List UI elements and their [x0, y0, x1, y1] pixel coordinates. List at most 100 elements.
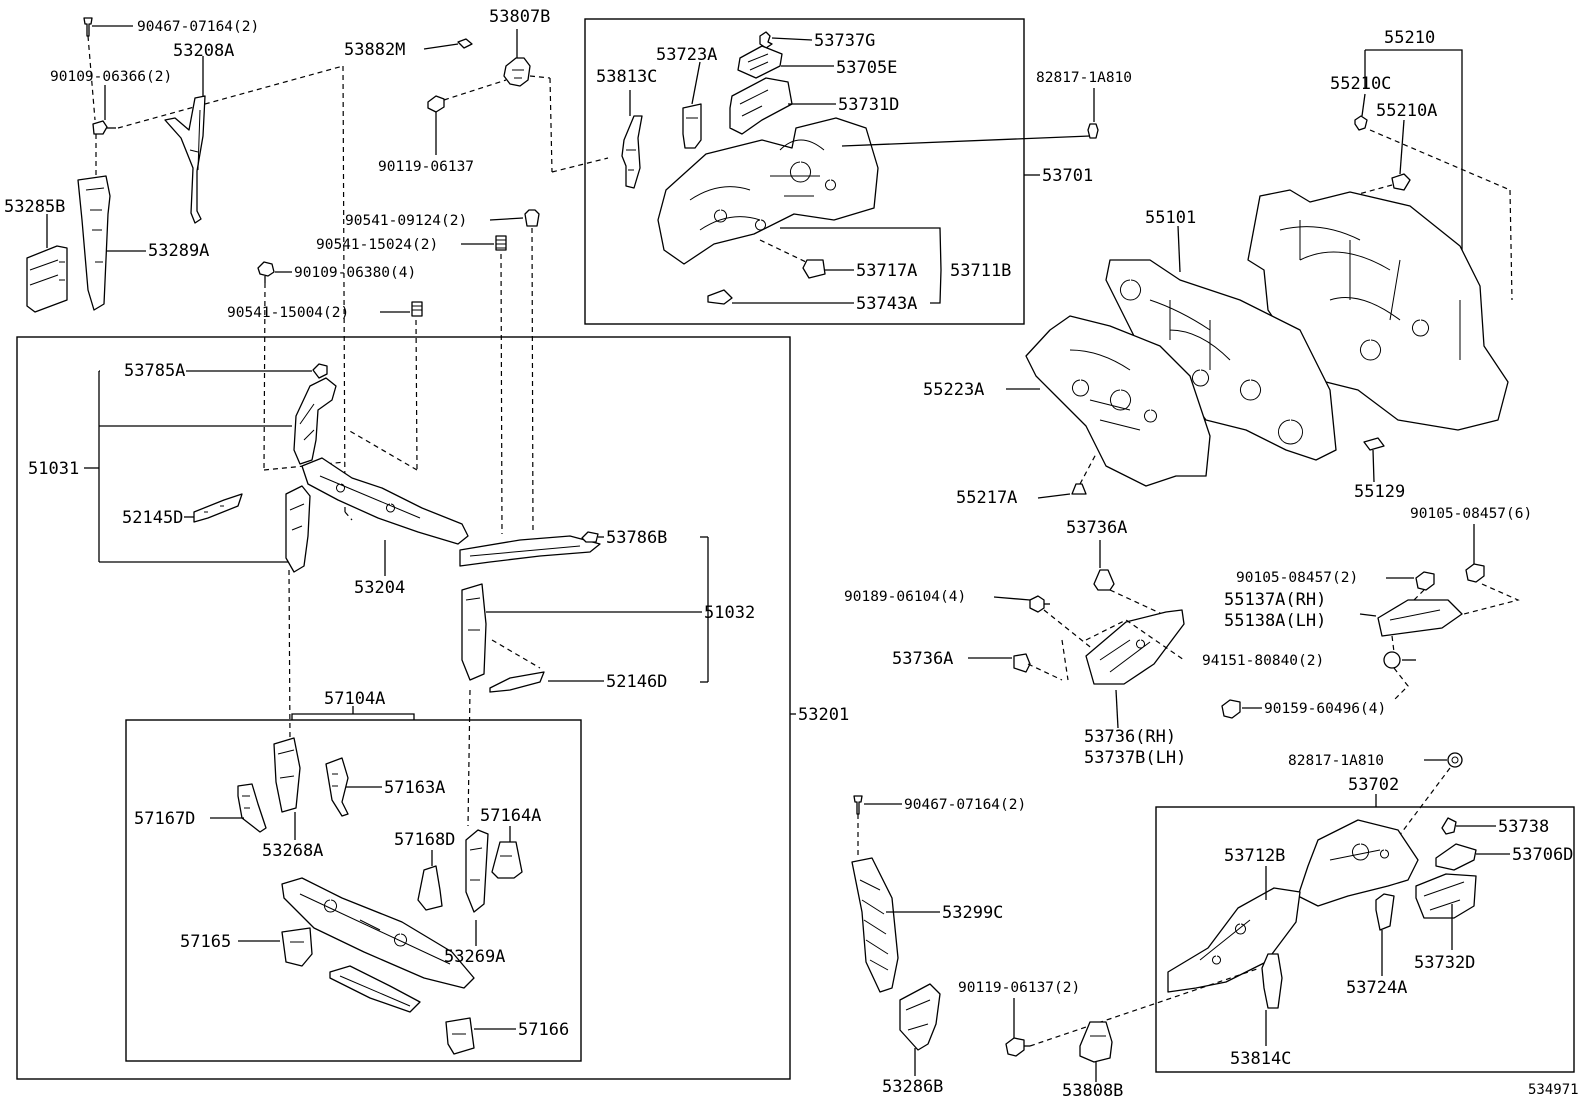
label-53208A: 53208A	[173, 41, 234, 61]
label-53712B: 53712B	[1224, 846, 1285, 866]
diagram-reference-number: 534971	[1528, 1082, 1579, 1098]
label-94151-80840: 94151-80840(2)	[1202, 653, 1324, 669]
label-55210: 55210	[1384, 28, 1435, 48]
label-53736-rh: 53736(RH)	[1084, 727, 1176, 747]
clip-53737G	[759, 31, 773, 49]
label-90467-07164-top: 90467-07164(2)	[137, 19, 259, 35]
label-55210A: 55210A	[1376, 101, 1437, 121]
bracket-52146D	[489, 671, 545, 693]
bracket-53743A	[707, 289, 733, 305]
clip-53736A-top	[1093, 569, 1115, 591]
support-upper-51031	[293, 377, 337, 465]
label-53724A: 53724A	[1346, 978, 1407, 998]
clip-82817-bottom	[1447, 752, 1463, 768]
bracket-52145D	[193, 493, 243, 523]
clip-90467-07164-top	[83, 17, 93, 37]
clip-53736A-left	[1013, 653, 1031, 673]
label-51032: 51032	[704, 603, 755, 623]
bolt-90119-06137-bottom	[1005, 1037, 1030, 1057]
label-53701: 53701	[1042, 166, 1093, 186]
box-57104A-group	[125, 719, 582, 1062]
bracket-57165	[281, 927, 313, 967]
box-53702-group	[1155, 806, 1575, 1073]
bracket-53724A	[1375, 893, 1395, 931]
clip-53882M	[457, 38, 473, 49]
label-53738: 53738	[1498, 817, 1549, 837]
label-57165: 57165	[180, 932, 231, 952]
clip-55210A	[1391, 173, 1411, 191]
label-53814C: 53814C	[1230, 1049, 1291, 1069]
lower-member	[281, 877, 475, 989]
label-90467-07164-bottom: 90467-07164(2)	[904, 797, 1026, 813]
label-53705E: 53705E	[836, 58, 897, 78]
label-90105-08457-2: 90105-08457(2)	[1236, 570, 1358, 586]
clip-82817-top	[1087, 123, 1099, 139]
bracket-55137A	[1377, 599, 1463, 637]
label-90541-15024: 90541-15024(2)	[316, 237, 438, 253]
label-53731D: 53731D	[838, 95, 899, 115]
insulator-55223A	[1025, 315, 1211, 487]
label-57164A: 57164A	[480, 806, 541, 826]
label-53711B: 53711B	[950, 261, 1011, 281]
label-90159-60496: 90159-60496(4)	[1264, 701, 1386, 717]
bracket-57164A	[491, 841, 523, 879]
label-82817-1A810-bottom: 82817-1A810	[1288, 753, 1384, 769]
upper-member-53786B-area	[459, 535, 601, 567]
bracket-53705E	[737, 45, 783, 79]
label-53201: 53201	[798, 705, 849, 725]
bracket-53289A	[77, 175, 111, 311]
bracket-53299C	[851, 857, 899, 993]
bracket-57168D	[417, 865, 443, 911]
label-90109-06366: 90109-06366(2)	[50, 69, 172, 85]
label-53736A-left: 53736A	[892, 649, 953, 669]
label-90189-06104: 90189-06104(4)	[844, 589, 966, 605]
nut-94151-80840	[1383, 651, 1401, 669]
label-53286B: 53286B	[882, 1077, 943, 1097]
clip-55217A	[1071, 483, 1087, 495]
bracket-53208A	[164, 95, 206, 224]
label-90119-06137-bottom: 90119-06137(2)	[958, 980, 1080, 996]
screw-90189-06104	[1029, 595, 1050, 613]
nut-90541-15004	[411, 301, 423, 317]
bracket-57167D	[237, 783, 267, 833]
upper-member-53204	[301, 457, 469, 545]
support-side-52145D-area	[285, 485, 311, 573]
bracket-57166	[445, 1017, 475, 1055]
label-53289A: 53289A	[148, 241, 209, 261]
bracket-53285B	[26, 245, 68, 313]
label-55210C: 55210C	[1330, 74, 1391, 94]
nut-90541-15024	[495, 235, 507, 251]
bracket-53717A	[802, 259, 826, 279]
bracket-53706D	[1435, 843, 1477, 871]
label-53706D: 53706D	[1512, 845, 1573, 865]
clip-53738	[1441, 817, 1457, 835]
box-53201-group	[16, 336, 791, 1080]
label-52146D: 52146D	[606, 672, 667, 692]
bolt-90109-06380	[257, 261, 275, 283]
label-55101: 55101	[1145, 208, 1196, 228]
label-90109-06380: 90109-06380(4)	[294, 265, 416, 281]
bracket-53814C	[1261, 953, 1283, 1009]
bracket-57163A	[325, 757, 349, 817]
bolt-90119-06137-top	[427, 95, 445, 120]
bracket-53732D	[1415, 873, 1477, 919]
apron-53712B	[1167, 887, 1301, 993]
bolt-90159-60496	[1221, 699, 1241, 719]
label-53737G: 53737G	[814, 31, 875, 51]
label-53702: 53702	[1348, 775, 1399, 795]
label-90119-06137-top: 90119-06137	[378, 159, 474, 175]
labels: 90467-07164(2) 90109-06366(2) 53208A 532…	[4, 7, 1579, 1099]
bolt-90105-08457-2	[1415, 571, 1435, 591]
bracket-53736	[1085, 609, 1185, 685]
bracket-53813C	[621, 115, 643, 189]
label-55138A: 55138A(LH)	[1224, 611, 1326, 631]
clip-55129	[1363, 437, 1385, 451]
label-53736A-top: 53736A	[1066, 518, 1127, 538]
bracket-53723A	[682, 103, 702, 149]
lower-member-2	[329, 965, 421, 1013]
label-53268A: 53268A	[262, 841, 323, 861]
label-53882M: 53882M	[344, 40, 405, 60]
label-55137A: 55137A(RH)	[1224, 590, 1326, 610]
support-51032	[461, 583, 487, 681]
